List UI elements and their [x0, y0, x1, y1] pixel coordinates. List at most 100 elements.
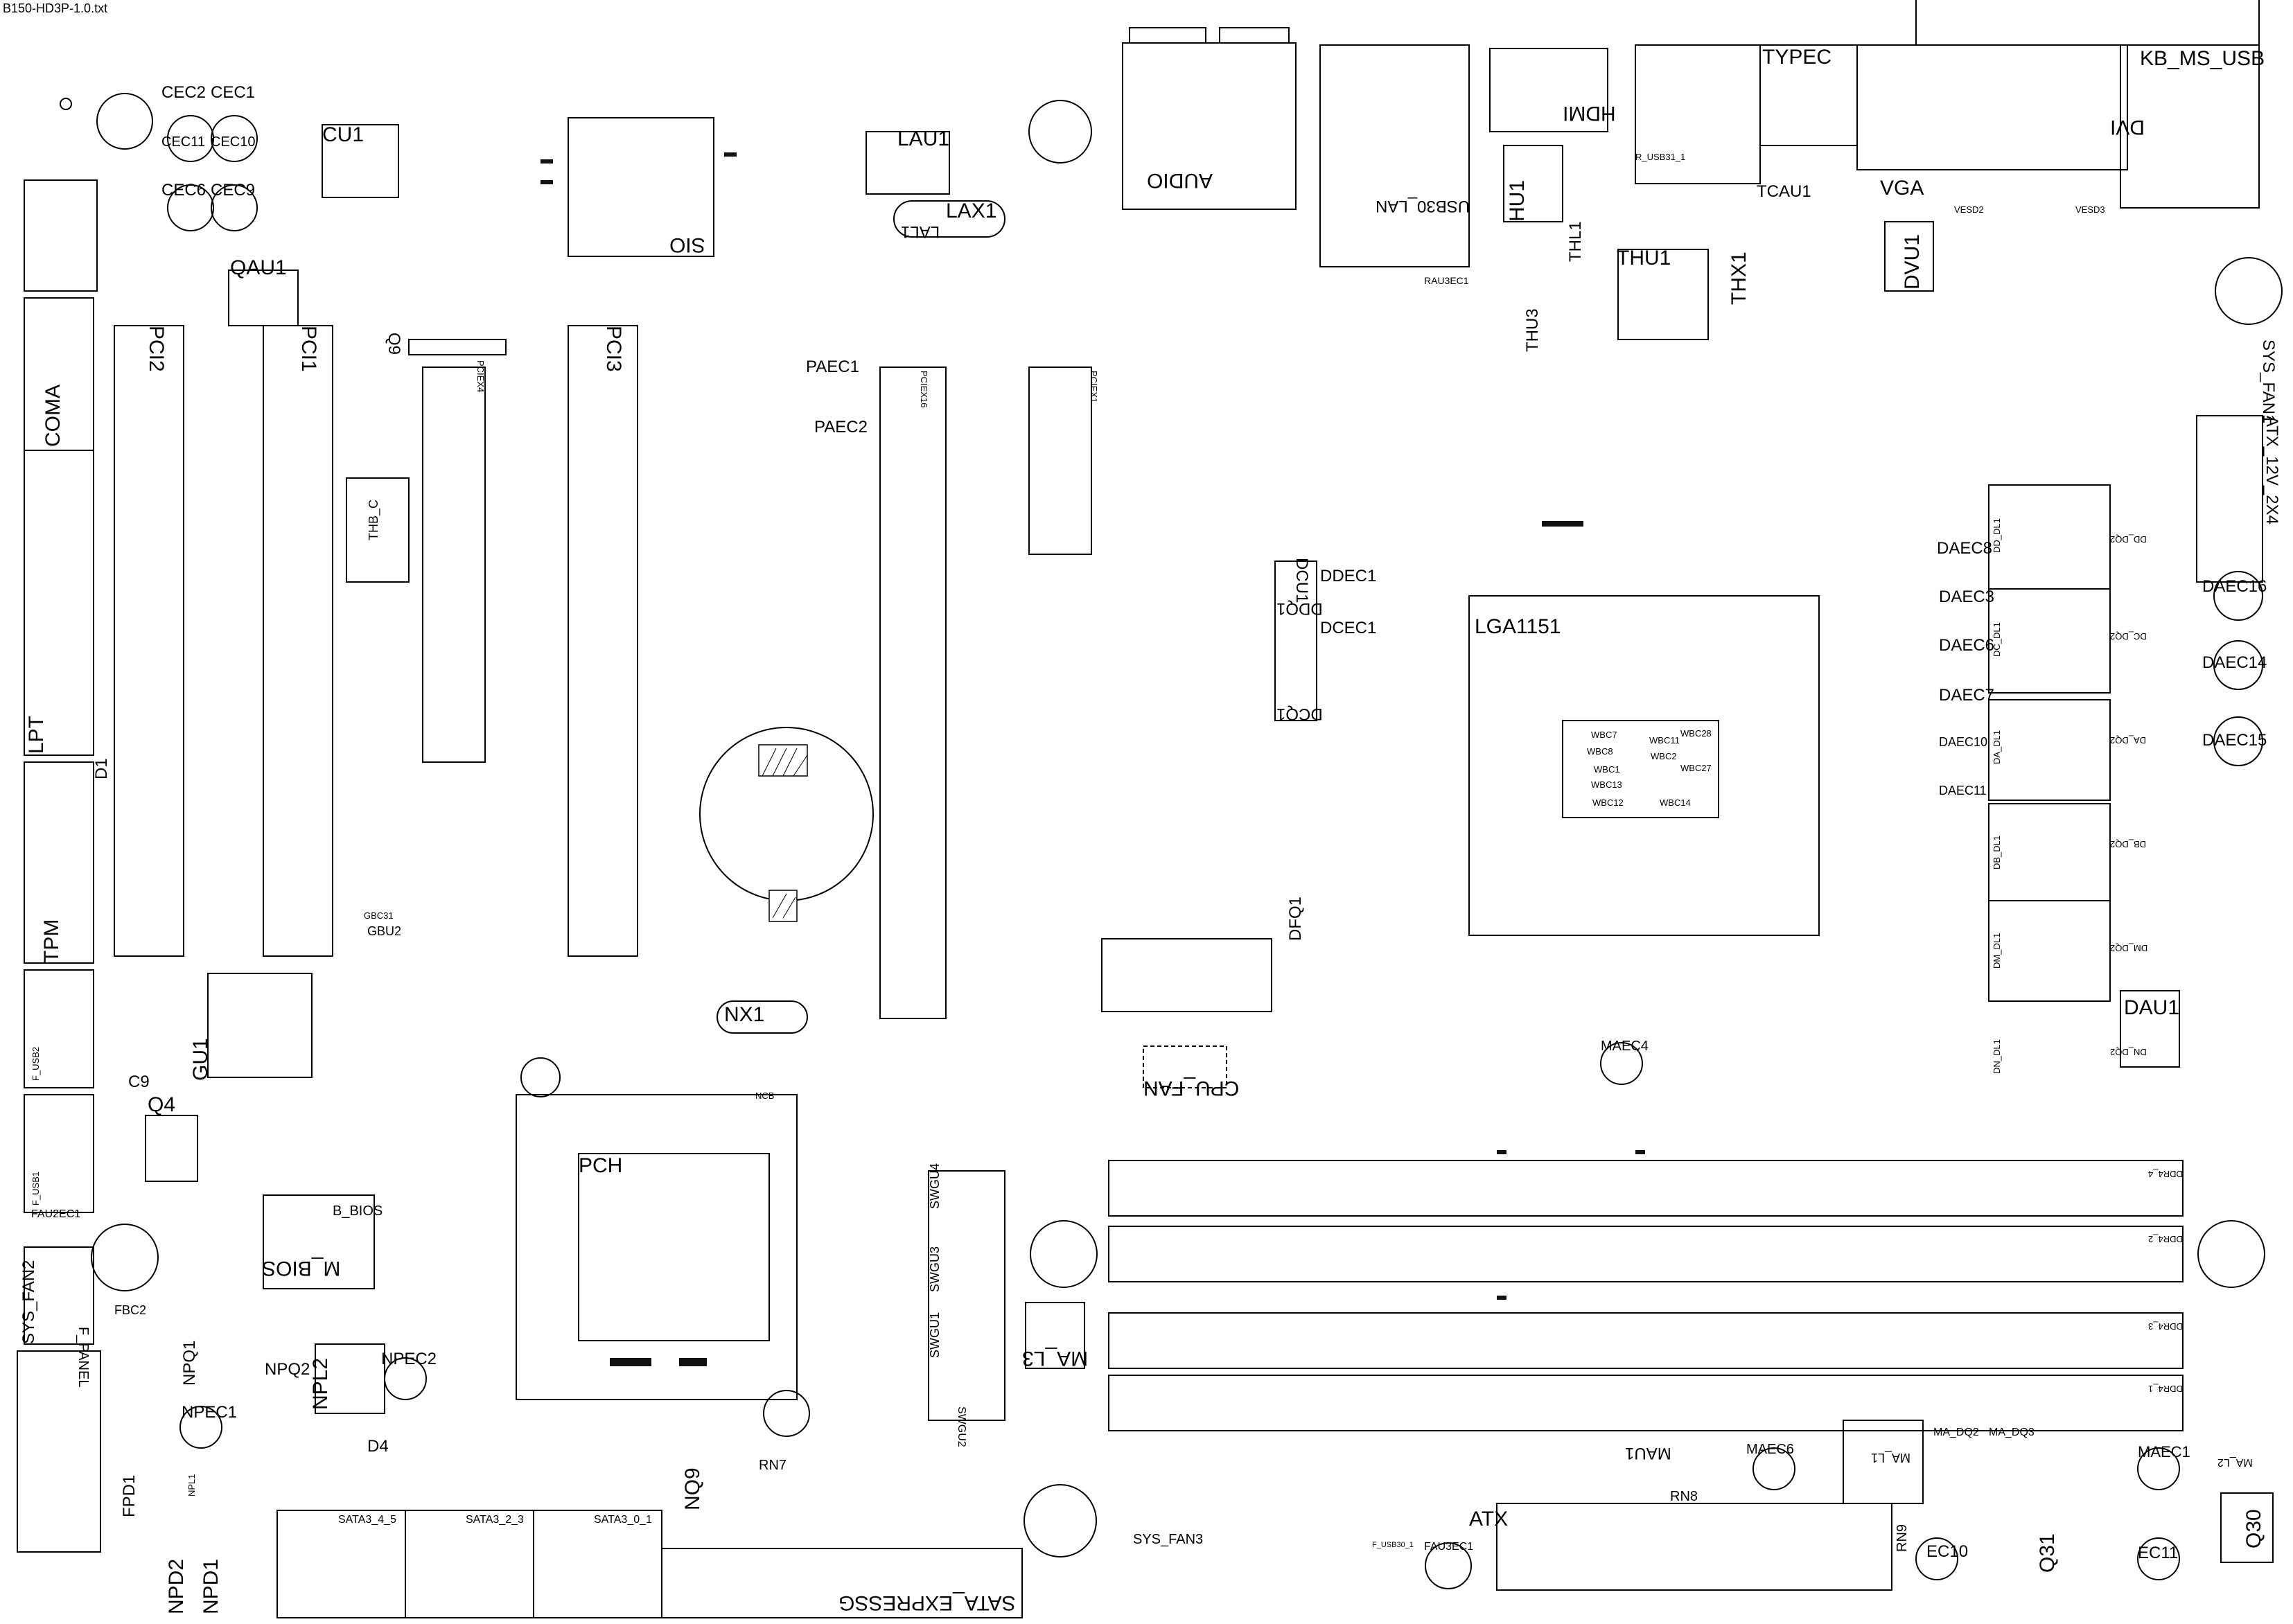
- label-daec10: DAEC10: [1939, 735, 1988, 749]
- label-coma: COMA: [42, 385, 64, 447]
- label-npd2: NPD2: [165, 1558, 188, 1614]
- cap-cec1: [211, 115, 258, 162]
- label-tcau1: TCAU1: [1757, 182, 1811, 201]
- sio-chip: [568, 117, 714, 257]
- sata3-2-3-connector: [405, 1510, 534, 1618]
- label-cec2: CEC2: [161, 83, 207, 102]
- label-thb-c: THB_C: [367, 499, 380, 540]
- label-vesd2: VESD2: [1954, 204, 1984, 215]
- label-d4: D4: [367, 1437, 389, 1456]
- pciex4-slot: [422, 367, 486, 763]
- hu1-chip: [1503, 145, 1563, 222]
- label-kb-ms-usb: KB_MS_USB: [2140, 47, 2265, 70]
- battery-tab-top: [758, 744, 808, 777]
- label-ec10: EC10: [1926, 1542, 1969, 1561]
- label-sys-fan3: SYS_FAN3: [1133, 1532, 1204, 1547]
- label-lpt: LPT: [25, 715, 48, 754]
- swgu-block: [928, 1170, 1005, 1421]
- cap-maec6: [1752, 1447, 1795, 1490]
- label-ddr4-1: DDR4_1: [2148, 1384, 2183, 1394]
- label-dn-dl1: DN_DL1: [1992, 1039, 2002, 1074]
- cap-top-1: [60, 98, 72, 110]
- qau1-chip: [228, 270, 299, 326]
- label-thu3: THU3: [1523, 308, 1542, 352]
- cap-cec6: [167, 184, 214, 231]
- label-daec8: DAEC8: [1937, 539, 1993, 558]
- cu1-chip: [322, 124, 399, 198]
- label-wbc7: WBC7: [1591, 730, 1617, 740]
- label-pciex4: PCIEX4: [475, 360, 486, 393]
- dvu1-chip: [1884, 221, 1934, 292]
- pch-cap-2: [763, 1390, 810, 1437]
- label-nx1: NX1: [724, 1003, 765, 1026]
- label-daec11: DAEC11: [1939, 784, 1987, 797]
- cap-sata-big: [1023, 1484, 1097, 1557]
- label-cec1: CEC1: [211, 83, 256, 102]
- label-f-usb2: F_USB2: [30, 1046, 41, 1081]
- label-f-usb1: F_USB1: [30, 1171, 41, 1206]
- cap-sys-fan1: [2215, 257, 2283, 325]
- label-m-bios: M_BIOS: [262, 1257, 341, 1280]
- sata3-0-1-connector: [533, 1510, 662, 1618]
- lpt-header: [24, 450, 94, 756]
- audio-jack-top: [1129, 27, 1290, 43]
- label-db-dl1: DB_DL1: [1992, 835, 2002, 870]
- label-ma-l1: MA_L1: [1871, 1451, 1911, 1465]
- label-q4: Q4: [148, 1093, 176, 1116]
- label-q30: Q30: [2242, 1509, 2265, 1548]
- label-paec2: PAEC2: [814, 418, 868, 436]
- lan-usb-block: [1319, 44, 1470, 267]
- label-wbc2: WBC2: [1651, 751, 1677, 761]
- label-npec2: NPEC2: [381, 1350, 437, 1368]
- cap-npec1: [179, 1406, 222, 1449]
- label-dcq1: DCQ1: [1276, 705, 1323, 723]
- label-pciex16: PCIEX16: [919, 371, 929, 408]
- pci2-slot: [114, 325, 184, 957]
- sys-fan2-header: [24, 1246, 94, 1345]
- label-f-panel: F_PANEL: [76, 1327, 91, 1388]
- label-ec11: EC11: [2138, 1544, 2179, 1562]
- label-sio: SIO: [669, 233, 705, 256]
- label-pci3: PCI3: [602, 326, 625, 372]
- label-dm-dq2: DM_DQ2: [2110, 943, 2148, 953]
- cap-cec2: [167, 115, 214, 162]
- label-dau1: DAU1: [2124, 996, 2180, 1019]
- label-gbu2: GBU2: [367, 924, 402, 938]
- label-npd1: NPD1: [200, 1558, 222, 1614]
- label-nq9: NQ9: [681, 1467, 704, 1510]
- label-maec4: MAEC4: [1601, 1039, 1649, 1054]
- label-swgu1: SWGU1: [928, 1312, 942, 1358]
- label-fau3ec1: FAU3EC1: [1424, 1541, 1474, 1553]
- label-ddr4-2: DDR4_2: [2148, 1234, 2183, 1244]
- f-usb2-header: [24, 969, 94, 1088]
- smd-pads-pch: [610, 1358, 651, 1366]
- label-thl1: THL1: [1566, 221, 1585, 262]
- lax1-crystal: [893, 200, 1005, 238]
- label-ncb: NCB: [755, 1091, 775, 1101]
- label-q31: Q31: [2036, 1533, 2059, 1573]
- sata3-4-5-connector: [276, 1510, 406, 1618]
- dfq-block: [1101, 938, 1272, 1012]
- atx-12v-block: [2196, 415, 2263, 583]
- label-dvu1: DVU1: [1901, 233, 1924, 290]
- cap-cec9: [211, 184, 258, 231]
- label-wbc28: WBC28: [1680, 728, 1712, 739]
- label-hdmi: HDMI: [1563, 102, 1616, 125]
- label-ma-l2: MA_L2: [2217, 1456, 2253, 1468]
- lga1151-socket: [1468, 595, 1820, 936]
- label-ma-dq2: MA_DQ2: [1933, 1427, 1979, 1438]
- label-npec1: NPEC1: [182, 1403, 238, 1422]
- label-npq2: NPQ2: [265, 1360, 310, 1379]
- label-da-dq2: DA_DQ2: [2110, 735, 2147, 745]
- vrm-row-da: [1988, 699, 2111, 801]
- smd-pads-ddr-2: [1635, 1150, 1645, 1154]
- pch-cap: [520, 1057, 561, 1097]
- file-title: B150-HD3P-1.0.txt: [3, 1, 108, 15]
- q4-chip: [145, 1115, 198, 1182]
- label-daec3: DAEC3: [1939, 588, 1995, 606]
- thb-c-block: [346, 477, 410, 583]
- smd-pads-ddr-3: [1497, 1296, 1506, 1300]
- label-dfq1: DFQ1: [1286, 896, 1305, 941]
- ma-l1-inductor: [1843, 1420, 1924, 1504]
- dau1-chip: [2120, 990, 2180, 1068]
